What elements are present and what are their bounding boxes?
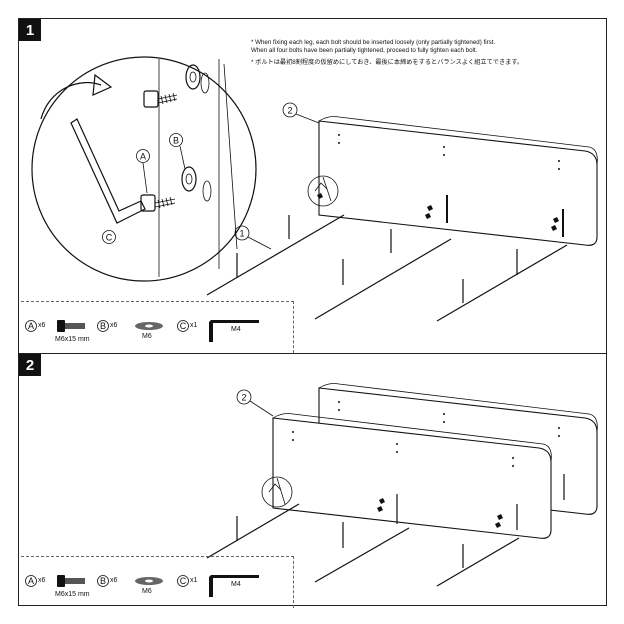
callout-b: B (173, 136, 179, 146)
leg-bolts (377, 498, 503, 528)
note-line-3: * ボルトは最初8割程度の仮留めにしておき、最後に本締めをするとバランスよく組立… (251, 59, 524, 66)
legend-drawings: A B C (25, 575, 259, 597)
legend-b-qty: x6 (110, 577, 118, 584)
legend-a-qty: x6 (38, 577, 46, 584)
leg-frames (206, 214, 568, 322)
step-2-badge: 2 (19, 354, 41, 376)
step-1-section: 1 * When fixing each leg, each bolt shou… (19, 19, 606, 353)
legend-b-letter: B (100, 321, 106, 331)
callout-part-2: 2 (287, 106, 292, 116)
step-1-illustration: A B C (31, 56, 598, 322)
legend-b-letter: B (100, 576, 106, 586)
note-line-1: * When fixing each leg, each bolt should… (251, 39, 496, 46)
step-2-illustration: 2 (206, 383, 598, 587)
callout-part-2: 2 (241, 393, 246, 403)
back-panel (318, 116, 598, 246)
leg-frames (206, 474, 565, 587)
step-2-number: 2 (25, 356, 35, 374)
legend-drawings: A B C (25, 320, 259, 342)
legend-b-qty: x6 (110, 322, 118, 329)
detail-zoom-circle: A B C (31, 56, 257, 282)
callout-part-1: 1 (239, 229, 244, 239)
legend-a-letter: A (28, 321, 34, 331)
legend-c-letter: C (180, 576, 187, 586)
instruction-sheet: 1 * When fixing each leg, each bolt shou… (18, 18, 607, 608)
legend-b-desc: M6 (142, 588, 152, 595)
callout-c: C (106, 233, 113, 243)
washer-icon (135, 577, 163, 585)
bolt-icon (140, 194, 176, 212)
leg-bolts (313, 184, 564, 237)
legend-c-desc: M4 (231, 326, 241, 333)
rotate-arrow-icon (40, 73, 113, 120)
step-1-badge: 1 (19, 19, 41, 41)
detail-circle (307, 175, 339, 207)
legend-a-letter: A (28, 576, 34, 586)
step-2-section: 2 (19, 353, 606, 608)
parts-legend: A B C x6 M6x15 mm x6 M6 (21, 556, 294, 608)
legend-a-qty: x6 (38, 322, 46, 329)
step-1-number: 1 (25, 21, 35, 39)
legend-b-desc: M6 (142, 333, 152, 340)
callout-a: A (140, 152, 146, 162)
hex-key-icon (70, 118, 146, 224)
legend-a-desc: M6x15 mm (55, 591, 90, 598)
legend-c-desc: M4 (231, 581, 241, 588)
legend-c-letter: C (180, 321, 187, 331)
bolt-icon (143, 90, 178, 108)
washer-icon (135, 322, 163, 330)
legend-c-qty: x1 (190, 577, 198, 584)
front-panel (272, 413, 552, 539)
bolt-icon (57, 320, 85, 332)
parts-legend: A B C x6 M6x15 mm x6 M6 (21, 301, 294, 353)
legend-c-qty: x1 (190, 322, 198, 329)
detail-circle (261, 476, 293, 508)
hex-key-icon (209, 320, 259, 342)
note-line-2: When all four bolts have been partially … (251, 47, 478, 54)
bolt-icon (57, 575, 85, 587)
hex-key-icon (209, 575, 259, 597)
legend-a-desc: M6x15 mm (55, 336, 90, 343)
